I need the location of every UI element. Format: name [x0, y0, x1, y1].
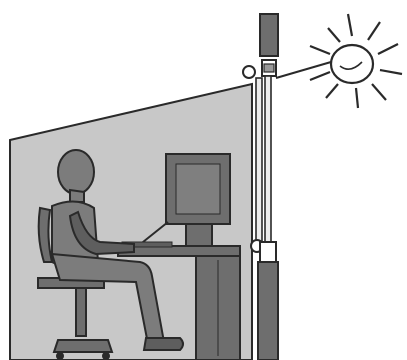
sun-icon	[310, 14, 402, 108]
sensor-icon	[264, 64, 274, 72]
